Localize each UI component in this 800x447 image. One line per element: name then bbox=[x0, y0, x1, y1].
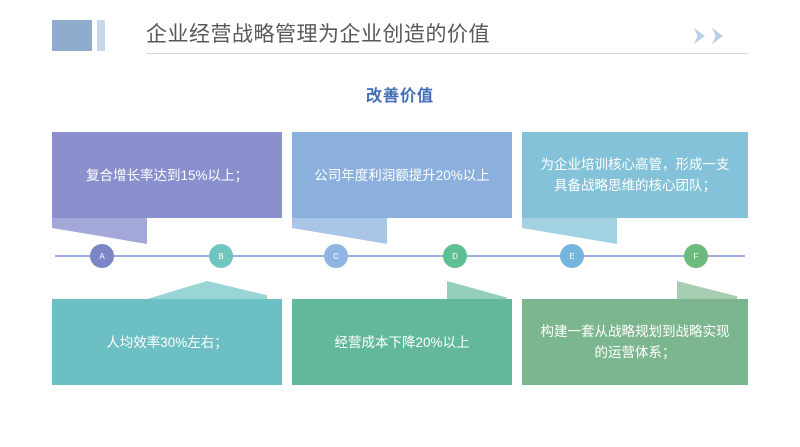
timeline-node-e[interactable]: E bbox=[560, 244, 584, 268]
value-card-top-2-text: 公司年度利润额提升20%以上 bbox=[314, 167, 490, 183]
value-card-top-1[interactable]: 复合增长率达到15%以上； bbox=[52, 132, 282, 218]
page-title: 企业经营战略管理为企业创造的价值 bbox=[146, 23, 490, 46]
timeline-node-d-label: D bbox=[452, 251, 458, 261]
timeline-node-c[interactable]: C bbox=[324, 244, 348, 268]
value-card-bottom-1-text: 人均效率30%左右； bbox=[106, 334, 228, 350]
header-accent-block-light bbox=[97, 20, 105, 51]
value-card-bottom-2[interactable]: 经营成本下降20%以上 bbox=[292, 299, 512, 385]
page-header: 企业经营战略管理为企业创造的价值 bbox=[0, 0, 800, 70]
value-card-top-1-text: 复合增长率达到15%以上； bbox=[85, 167, 249, 183]
timeline-node-f[interactable]: F bbox=[684, 244, 708, 268]
section-subtitle: 改善价值 bbox=[365, 88, 434, 105]
header-divider bbox=[146, 53, 748, 54]
timeline-node-a-label: A bbox=[99, 251, 105, 261]
double-chevron-right-icon[interactable] bbox=[690, 24, 736, 48]
timeline-node-a[interactable]: A bbox=[90, 244, 114, 268]
timeline-node-b[interactable]: B bbox=[209, 244, 233, 268]
timeline-node-e-label: E bbox=[569, 251, 575, 261]
value-card-bottom-1[interactable]: 人均效率30%左右； bbox=[52, 299, 282, 385]
timeline-node-f-label: F bbox=[693, 251, 699, 261]
value-card-bottom-3-text: 构建一套从战略规划到战略实现的运营体系； bbox=[540, 324, 730, 360]
value-card-bottom-2-text: 经营成本下降20%以上 bbox=[334, 334, 470, 350]
timeline-node-b-label: B bbox=[218, 251, 224, 261]
value-card-bottom-3[interactable]: 构建一套从战略规划到战略实现的运营体系； bbox=[522, 299, 748, 385]
value-card-top-3-text: 为企业培训核心高管，形成一支具备战略思维的核心团队； bbox=[540, 157, 730, 193]
timeline-node-c-label: C bbox=[333, 251, 339, 261]
value-card-top-2[interactable]: 公司年度利润额提升20%以上 bbox=[292, 132, 512, 218]
timeline-axis bbox=[55, 255, 745, 257]
header-accent-block-dark bbox=[52, 20, 92, 51]
timeline-node-d[interactable]: D bbox=[443, 244, 467, 268]
value-card-top-3[interactable]: 为企业培训核心高管，形成一支具备战略思维的核心团队； bbox=[522, 132, 748, 218]
